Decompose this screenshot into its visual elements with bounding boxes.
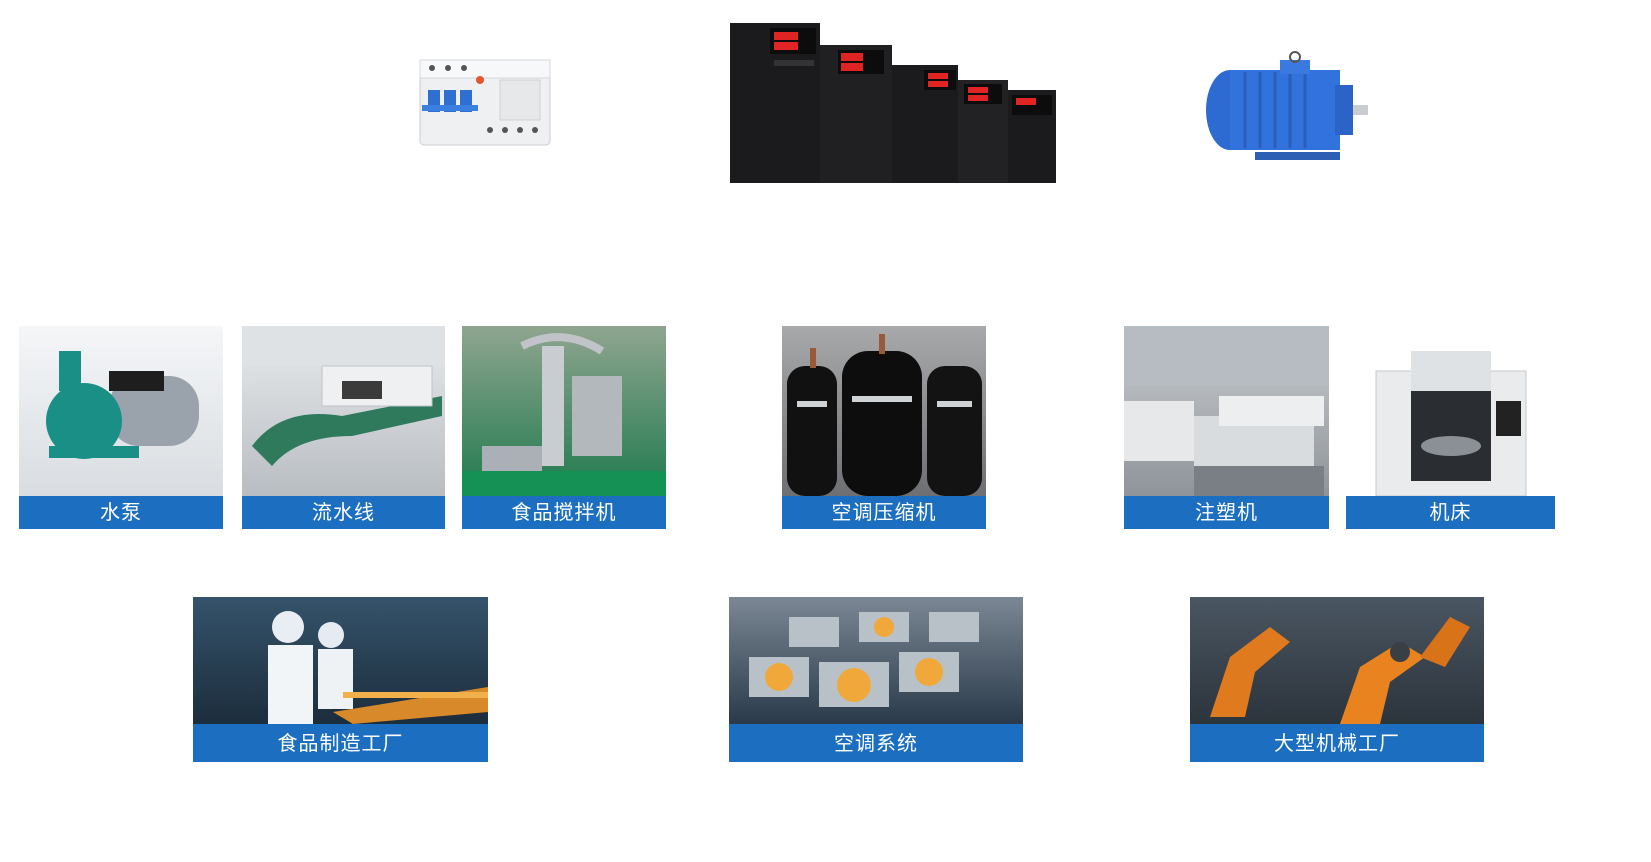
equipment-label: 流水线 — [242, 496, 445, 529]
frequency-inverter-image — [728, 20, 1058, 185]
equipment-card-injection-molding[interactable]: 注塑机 — [1124, 326, 1329, 529]
equipment-card-food-mixer[interactable]: 食品搅拌机 — [462, 326, 666, 529]
injection-molding-image — [1124, 326, 1329, 496]
scene-label: 空调系统 — [729, 724, 1023, 762]
scene-card-food-factory[interactable]: 食品制造工厂 — [193, 597, 488, 762]
ac-compressor-image — [782, 326, 986, 496]
equipment-label: 机床 — [1346, 496, 1555, 529]
water-pump-image — [19, 326, 223, 496]
machine-tool-image — [1346, 326, 1555, 497]
food-mixer-image — [462, 326, 666, 496]
electric-motor-image — [1200, 50, 1370, 165]
scene-label: 大型机械工厂 — [1190, 724, 1484, 762]
equipment-card-water-pump[interactable]: 水泵 — [19, 326, 223, 529]
heavy-machinery-factory-image — [1190, 597, 1484, 724]
scene-label: 食品制造工厂 — [193, 724, 488, 762]
equipment-label: 食品搅拌机 — [462, 496, 666, 529]
circuit-breaker-image — [410, 50, 560, 155]
ac-system-image — [729, 597, 1023, 724]
equipment-card-assembly-line[interactable]: 流水线 — [242, 326, 445, 529]
assembly-line-image — [242, 326, 445, 496]
equipment-card-ac-compressor[interactable]: 空调压缩机 — [782, 326, 986, 529]
equipment-card-machine-tool[interactable]: 机床 — [1346, 326, 1555, 529]
scene-card-heavy-machinery-factory[interactable]: 大型机械工厂 — [1190, 597, 1484, 762]
equipment-label: 注塑机 — [1124, 496, 1329, 529]
equipment-label: 水泵 — [19, 496, 223, 529]
equipment-label: 空调压缩机 — [782, 496, 986, 529]
scene-card-ac-system[interactable]: 空调系统 — [729, 597, 1023, 762]
food-factory-image — [193, 597, 488, 724]
